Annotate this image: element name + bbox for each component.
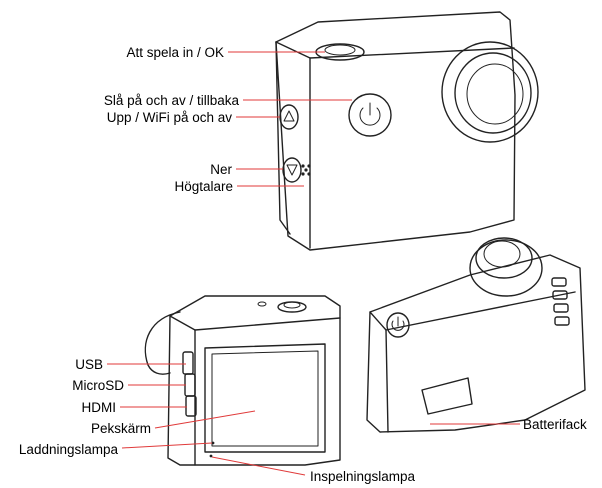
usb-port xyxy=(182,351,194,375)
hdmi-port xyxy=(185,395,197,417)
camera-rear-view xyxy=(144,295,341,466)
leader-lines xyxy=(107,51,520,476)
label-charging-light: Laddningslampa xyxy=(19,442,119,457)
label-touchscreen: Pekskärm xyxy=(91,421,151,436)
down-button xyxy=(282,157,302,183)
label-usb: USB xyxy=(75,357,103,372)
label-speaker: Högtalare xyxy=(174,179,233,194)
lens xyxy=(441,41,539,143)
label-up-wifi: Upp / WiFi på och av xyxy=(107,110,233,125)
power-button-side xyxy=(386,312,410,338)
camera-front-view xyxy=(275,11,539,251)
power-button xyxy=(348,93,392,137)
label-power-back: Slå på och av / tillbaka xyxy=(104,93,240,108)
battery-door xyxy=(421,377,473,415)
speaker-grille xyxy=(301,164,311,176)
labels: Att spela in / OK Slå på och av / tillba… xyxy=(19,45,587,484)
label-hdmi: HDMI xyxy=(82,400,117,415)
label-microsd: MicroSD xyxy=(72,378,124,393)
leader-charging-light xyxy=(121,442,213,449)
label-battery-compartment: Batterifack xyxy=(523,417,587,432)
lens-side xyxy=(469,237,543,297)
label-recording-light: Inspelningslampa xyxy=(310,469,416,484)
label-record-ok: Att spela in / OK xyxy=(126,45,224,60)
label-down: Ner xyxy=(210,162,232,177)
up-button xyxy=(279,104,299,130)
leader-touchscreen xyxy=(154,410,256,429)
touch-screen xyxy=(204,343,326,453)
leader-recording-light xyxy=(211,456,306,476)
camera-side-view xyxy=(366,237,586,433)
microsd-slot xyxy=(184,373,196,397)
